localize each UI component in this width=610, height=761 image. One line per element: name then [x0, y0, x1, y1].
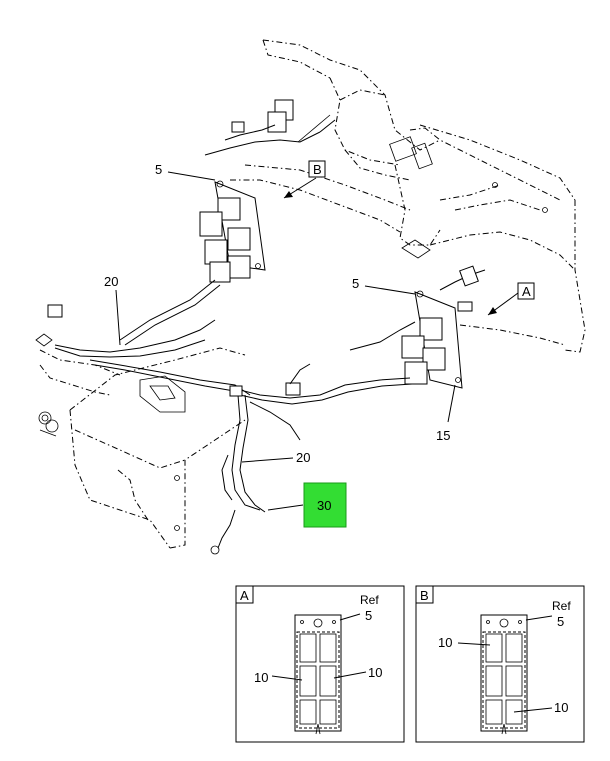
detail-b-upper-10: 10 — [438, 635, 452, 650]
detail-a-left-10: 10 — [254, 670, 268, 685]
detail-b-title: B — [420, 588, 429, 603]
detail-b-ref: Ref — [552, 599, 571, 613]
upper-relay-cluster — [204, 99, 336, 156]
lower-bracket-box — [39, 347, 246, 549]
leader-lines — [115, 171, 519, 511]
detail-a-title: A — [240, 588, 249, 603]
view-flag-b-label: B — [313, 162, 322, 177]
callout-30-highlight[interactable]: 30 — [303, 482, 347, 528]
view-flag-b: B — [308, 160, 326, 178]
callout-5-upper: 5 — [155, 162, 162, 177]
callout-30: 30 — [317, 498, 331, 513]
callout-5-right: 5 — [352, 276, 359, 291]
callout-20-center: 20 — [296, 450, 310, 465]
detail-view-a: A Ref 5 10 10 — [235, 585, 405, 743]
view-flag-a-label: A — [522, 284, 531, 299]
relay-panel-b — [199, 180, 266, 283]
detail-view-b: B Ref 5 10 10 — [415, 585, 585, 743]
detail-a-ref-num: 5 — [365, 608, 372, 623]
callout-20-left: 20 — [104, 274, 118, 289]
relay-panel-a — [349, 265, 486, 389]
detail-b-lower-10: 10 — [554, 700, 568, 715]
detail-a-right-10: 10 — [368, 665, 382, 680]
view-flag-a: A — [517, 282, 535, 300]
detail-a-ref: Ref — [360, 593, 379, 607]
detail-b-ref-num: 5 — [557, 614, 564, 629]
main-harness — [54, 279, 413, 555]
upper-mounting-bracket — [230, 39, 586, 353]
left-connectors — [35, 304, 63, 437]
callout-15: 15 — [436, 428, 450, 443]
